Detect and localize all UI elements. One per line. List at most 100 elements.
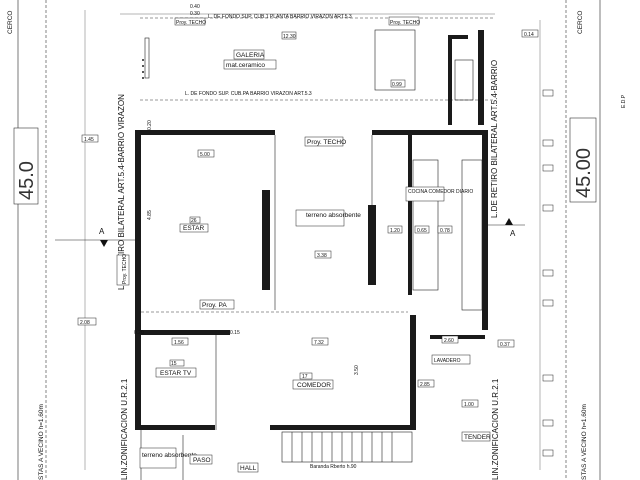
wall-mid-east	[410, 315, 416, 430]
bath-box	[454, 59, 474, 101]
fondo-pa-label: L. DE FONDO SUP. CUB.PA BARRIO VIRAZON A…	[185, 91, 312, 97]
wall-tr-3	[478, 30, 484, 125]
dim-156: 1.56	[174, 340, 184, 346]
dim-145-box	[81, 134, 99, 143]
lavadero-label: LAVADERO	[434, 358, 461, 364]
proy-techo-mid-box	[304, 136, 344, 147]
cocina-label: COCINA COMEDOR DIARIO	[408, 189, 473, 195]
dim-014: 0.14	[524, 32, 534, 38]
wall-kitchen	[408, 130, 412, 295]
estar-box	[179, 223, 209, 233]
room-num-estar: 26	[191, 218, 197, 224]
proy-techo-left-box	[116, 254, 130, 286]
east-counter	[461, 159, 483, 311]
lot-depth-right-value: 45.00	[573, 148, 595, 198]
dim-208-box	[77, 317, 97, 326]
paso-box	[189, 454, 213, 465]
lot-depth-left-value: 45.0	[16, 161, 38, 200]
tender-label: TENDER	[464, 434, 491, 441]
dim-208: 2.08	[80, 320, 90, 326]
room-num-comedor: 17	[302, 374, 308, 380]
terreno-box	[295, 209, 345, 227]
planting-dots	[142, 59, 144, 79]
wall-mid-1	[135, 330, 230, 335]
dim-350: 3.50	[354, 365, 360, 375]
section-a-left: A	[99, 227, 105, 236]
dim-120-box	[387, 225, 403, 234]
lavadero-box	[431, 354, 471, 365]
dim-285-box	[417, 379, 435, 388]
hall-label: HALL	[240, 465, 257, 472]
zonificacion-left: LIN.ZONIFICACION U.R.2.1	[120, 378, 129, 480]
wall-stair-core	[262, 190, 270, 290]
dim-037: 0.37	[500, 342, 510, 348]
cocina-box	[405, 186, 445, 202]
dim-260-box	[441, 335, 459, 344]
section-marker-right: A	[505, 218, 516, 238]
section-a-right: A	[510, 229, 516, 238]
proy-techo-top2: Proy. TECHO	[390, 20, 420, 26]
hall-box	[237, 462, 259, 473]
dim-732: 7.32	[314, 340, 324, 346]
proy-techo-top2-box	[388, 16, 420, 26]
wall-east	[482, 130, 488, 330]
wall-tr-1	[448, 35, 468, 39]
dim-156-box	[171, 337, 189, 346]
edp-label: E.D.P	[621, 94, 627, 108]
dim-1230-box	[281, 31, 297, 40]
dim-030: 0.30	[190, 11, 200, 17]
dim-145: 1.45	[84, 137, 94, 143]
wall-north-1	[135, 130, 275, 135]
proy-pa: Proy. PA	[202, 302, 227, 309]
cerco-right: CERCO	[577, 11, 584, 34]
dim-120: 1.20	[390, 228, 400, 234]
dim-338: 3.38	[317, 253, 327, 259]
dim-040: 0.40	[190, 4, 200, 10]
dim-1230: 12.30	[283, 34, 296, 40]
baranda-label: Baranda Rberto h.90	[310, 464, 357, 470]
wall-tr-2	[448, 35, 452, 125]
wall-west	[135, 130, 141, 430]
dim-732-box	[311, 337, 329, 346]
room-num-tv: 15	[171, 361, 177, 367]
right-dim-stack	[542, 89, 554, 457]
tender-box	[461, 431, 491, 442]
section-marker-left: A	[99, 227, 108, 247]
dim-078: 0.78	[440, 228, 450, 234]
terreno-label: terreno absorbente	[306, 212, 361, 219]
dim-338-box	[314, 250, 332, 259]
dim-260: 2.60	[444, 338, 454, 344]
room-num-comedor-box	[299, 372, 313, 380]
comedor-label: COMEDOR	[297, 382, 331, 389]
lot-depth-right: 45.00	[569, 117, 597, 203]
estar-label: ESTAR	[183, 225, 204, 232]
proy-techo-top-box	[174, 17, 206, 26]
dim-099-box	[390, 79, 406, 88]
dim-500: 5.00	[200, 152, 210, 158]
wall-north-2	[372, 130, 487, 135]
vecino-right: STAS A VECINO h=1.60m	[581, 404, 588, 480]
proy-pa-box	[199, 299, 235, 310]
room-num-tv-box	[169, 359, 185, 367]
dim-078-box	[437, 225, 453, 234]
dim-485: 4.85	[147, 210, 153, 220]
wall-south-1	[135, 425, 215, 430]
vecino-left: STAS A VECINO h=1.60m	[38, 404, 45, 480]
mat-ceramico-label: mat.ceramico	[226, 62, 265, 69]
room-num-estar-box	[189, 216, 201, 224]
lot-depth-left: 45.0	[13, 127, 39, 205]
galeria-column-left	[144, 37, 150, 79]
dim-020a: 0.20	[147, 120, 153, 130]
paso-label: PASO	[193, 457, 211, 464]
dim-099: 0.99	[392, 82, 402, 88]
dim-037-box	[497, 339, 515, 348]
wall-core-2	[368, 205, 376, 285]
mat-ceramico-box	[223, 59, 277, 70]
retiro-right: L.DE RETIRO BILATERAL ART.5.4-BARRIO	[490, 60, 499, 218]
proy-techo-mid: Proy. TECHO	[307, 139, 346, 146]
dim-065-box	[414, 225, 430, 234]
dim-014-box	[521, 29, 539, 38]
galeria-box	[233, 49, 265, 60]
wall-south-2	[270, 425, 410, 430]
